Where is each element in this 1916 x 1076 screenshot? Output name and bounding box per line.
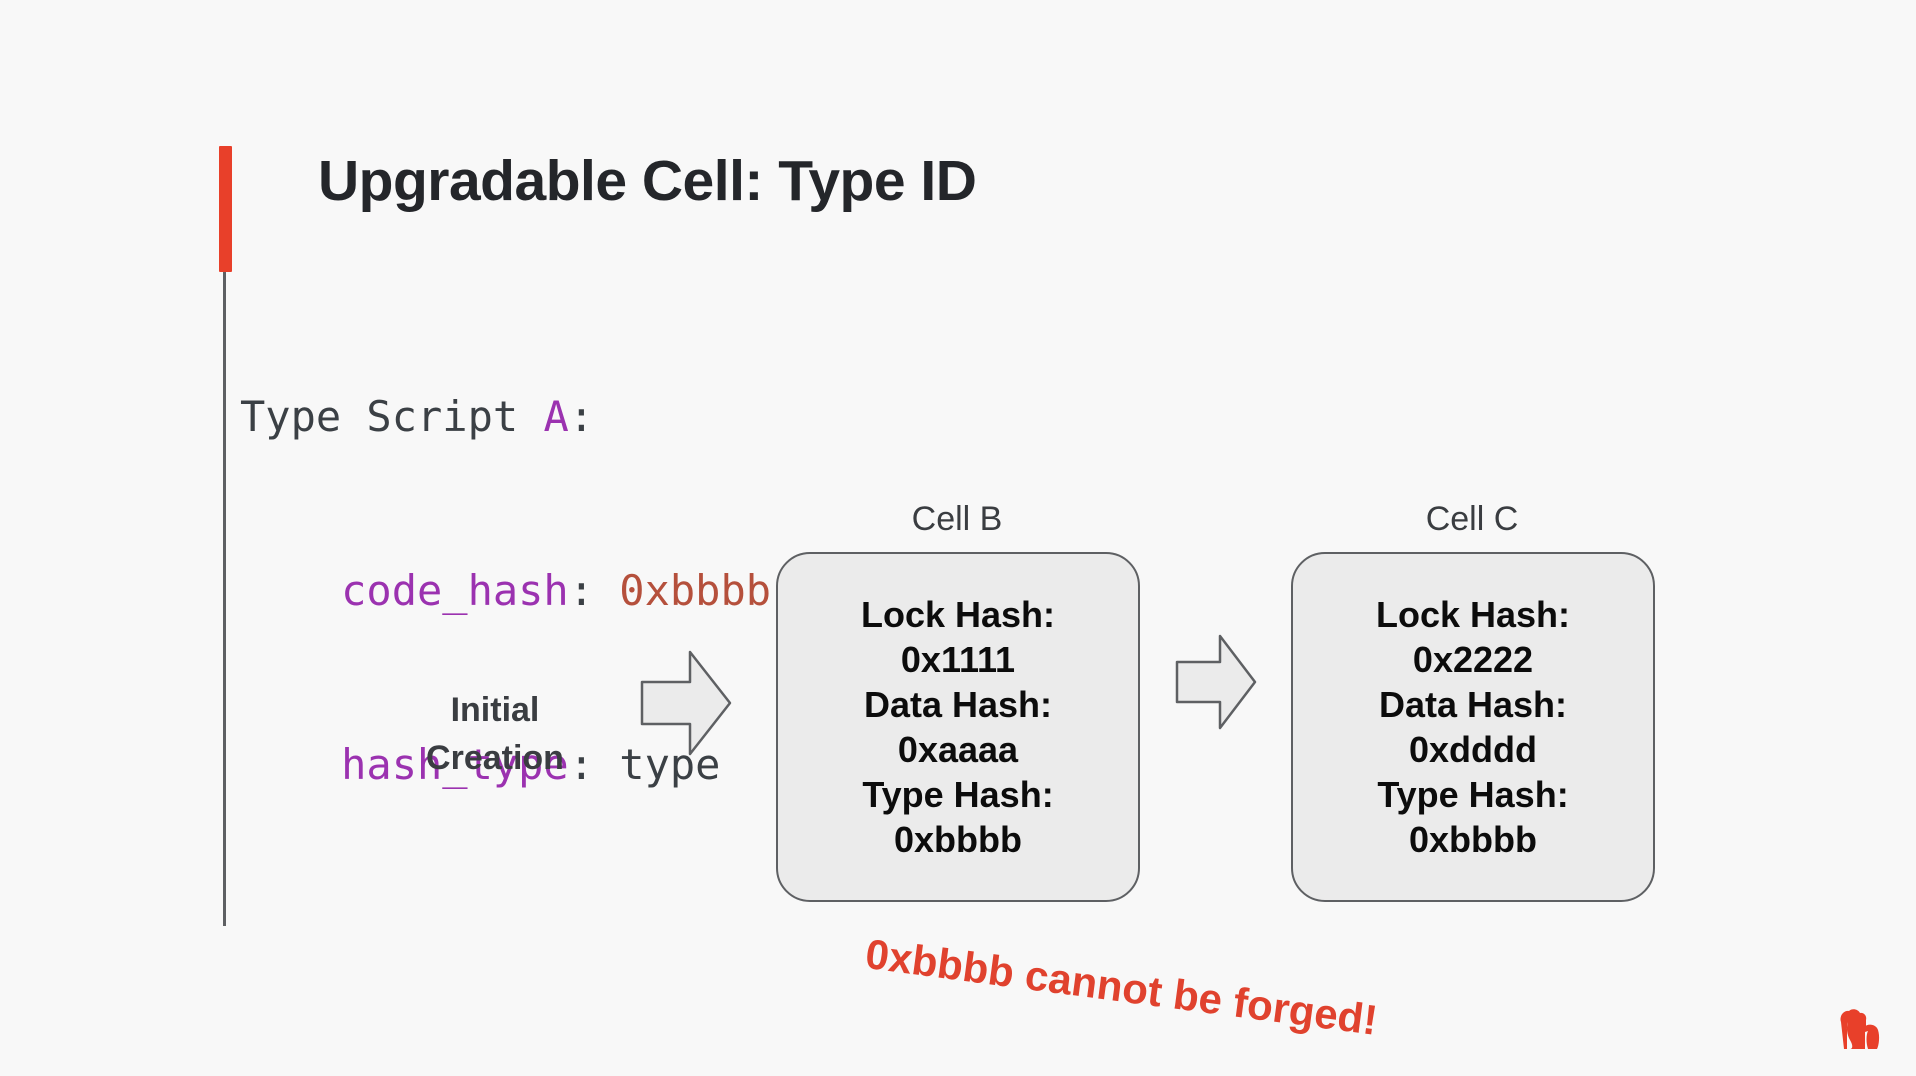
code-key-hash-type: hash_type xyxy=(341,740,569,789)
cell-c-box: Lock Hash: 0x2222 Data Hash: 0xdddd Type… xyxy=(1291,552,1655,902)
initial-creation-line-1: Initial xyxy=(450,691,540,729)
cell-c-line: 0xbbbb xyxy=(1408,819,1537,860)
cell-b-box: Lock Hash: 0x1111 Data Hash: 0xaaaa Type… xyxy=(776,552,1140,902)
initial-creation-label: Initial Creation xyxy=(400,686,590,782)
cell-c-title: Cell C xyxy=(1425,500,1519,538)
accent-vertical-line xyxy=(223,272,226,926)
cell-c-line: 0x2222 xyxy=(1412,639,1534,680)
cell-b-line: 0x1111 xyxy=(900,639,1016,680)
cell-c-line: 0xdddd xyxy=(1408,729,1537,770)
code-value-code-hash: 0xbbbb xyxy=(619,566,772,615)
accent-bar xyxy=(219,146,232,272)
code-colon-3: : xyxy=(568,740,620,789)
arrow-right-icon xyxy=(1175,632,1257,737)
warning-note: 0xbbbb cannot be forged! xyxy=(862,930,1381,1044)
code-script-name: A xyxy=(543,392,569,441)
page-title: Upgradable Cell: Type ID xyxy=(318,149,977,213)
code-line-3: hash_type: type xyxy=(240,736,771,794)
cell-c-line: Data Hash: xyxy=(1378,684,1568,725)
code-line-2: code_hash: 0xbbbb xyxy=(240,562,771,620)
cell-b-line: Type Hash: xyxy=(862,774,1054,815)
cell-c-line: Lock Hash: xyxy=(1375,594,1571,635)
nervos-ape-logo-icon xyxy=(1834,1005,1886,1062)
initial-creation-line-2: Creation xyxy=(426,739,564,777)
arrow-right-icon xyxy=(640,648,732,763)
cell-b-line: 0xbbbb xyxy=(893,819,1022,860)
code-colon-2: : xyxy=(568,566,620,615)
code-block: Type Script A: code_hash: 0xbbbb hash_ty… xyxy=(240,272,771,910)
code-key-code-hash: code_hash xyxy=(341,566,569,615)
cell-b-line: Lock Hash: xyxy=(860,594,1056,635)
code-line-1: Type Script A: xyxy=(240,388,771,446)
cell-b-line: 0xaaaa xyxy=(897,729,1019,770)
cell-b-title: Cell B xyxy=(911,500,1003,538)
cell-b-line: Data Hash: xyxy=(863,684,1053,725)
cell-c-line: Type Hash: xyxy=(1377,774,1569,815)
code-value-hash-type: type xyxy=(619,740,721,789)
code-colon-1: : xyxy=(568,392,595,441)
code-label-type-script: Type Script xyxy=(240,392,544,441)
